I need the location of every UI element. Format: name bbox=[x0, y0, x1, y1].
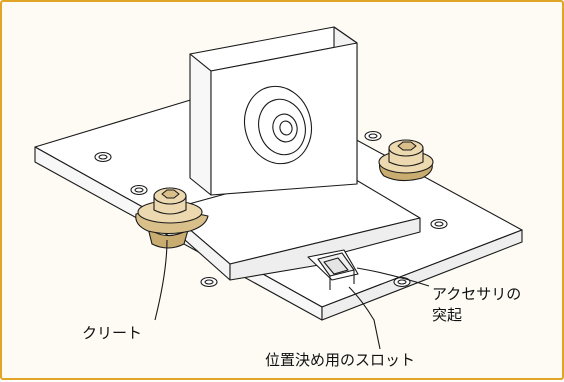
leader-lines bbox=[154, 239, 430, 350]
cleat-label: クリート bbox=[82, 324, 143, 342]
accessory-tab-leader-line bbox=[356, 267, 430, 287]
positioning-slot bbox=[307, 249, 359, 290]
cleat-right bbox=[378, 139, 434, 182]
positioning-slot-label: 位置決め用のスロット bbox=[265, 351, 416, 369]
mounting-holes bbox=[94, 130, 448, 288]
accessory-tab-label-line1: アクセサリの bbox=[432, 285, 522, 303]
round-boss bbox=[244, 85, 312, 165]
accessory-tab-label-line2: 突起 bbox=[432, 306, 463, 324]
cleat-left bbox=[135, 187, 209, 249]
slot-leader-line bbox=[348, 286, 381, 350]
cleat-leader-line bbox=[154, 239, 168, 321]
